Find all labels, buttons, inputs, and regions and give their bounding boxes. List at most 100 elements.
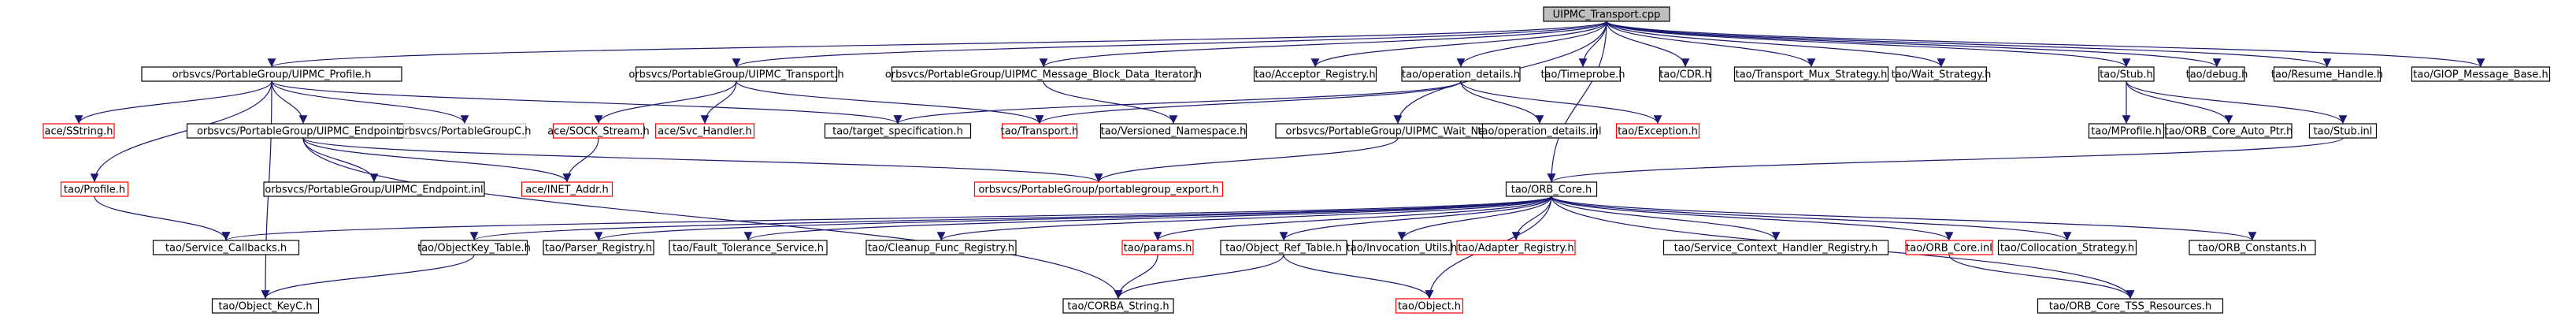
node-svch[interactable]: ace/Svc_Handler.h [654,123,755,139]
node-profile[interactable]: orbsvcs/PortableGroup/UIPMC_Profile.h [141,66,402,82]
node-box [43,123,115,139]
node-label: tao/params.h [1124,243,1192,255]
node-box [865,240,1017,255]
node-objkeytable[interactable]: tao/ObjectKey_Table.h [417,240,531,255]
node-orbcoreinl[interactable]: tao/ORB_Core.inl [1905,240,1993,255]
node-label: ace/SString.h [45,126,113,138]
node-orbcore[interactable]: tao/ORB_Core.h [1505,181,1598,197]
edge-root-to-resume [1606,20,2332,68]
node-label: tao/Object_Ref_Table.h [1225,243,1342,255]
node-objreftable[interactable]: tao/Object_Ref_Table.h [1220,240,1347,255]
node-box [2037,298,2224,314]
edge-profile-to-pgc [271,80,469,125]
edge-endpoint-to-inetaddr [302,137,572,183]
node-acceptor[interactable]: tao/Acceptor_Registry.h [1253,66,1377,82]
node-cleanup[interactable]: tao/Cleanup_Func_Registry.h [865,240,1017,255]
node-taotransport[interactable]: tao/Transport.h [1001,123,1079,139]
node-sstring[interactable]: ace/SString.h [43,123,115,139]
node-box [1505,181,1598,197]
edge-opdet-to-targetspec [893,80,1462,125]
node-label: orbsvcs/PortableGroup/portablegroup_expo… [978,184,1218,196]
node-box [1099,123,1247,139]
node-mprofile[interactable]: tao/MProfile.h [2088,123,2165,139]
node-sctxhandler[interactable]: tao/Service_Context_Handler_Registry.h [1662,240,1889,255]
node-giop[interactable]: tao/GIOP_Message_Base.h [2411,66,2551,82]
node-label: tao/Collocation_Strategy.h [2000,243,2134,255]
node-label: tao/Invocation_Utils.h [1347,243,1458,255]
node-box [891,66,1196,82]
node-debug[interactable]: tao/debug.h [2186,66,2248,82]
node-objkeyc[interactable]: tao/Object_KeyC.h [211,298,320,314]
node-box [1395,298,1464,314]
edge-sock-to-inetaddr [562,137,599,183]
edge-objreftable-to-corbastring [1114,254,1284,300]
node-cdr[interactable]: tao/CDR.h [1659,66,1712,82]
node-box [1351,240,1452,255]
node-wait[interactable]: tao/Wait_Strategy.h [1892,66,1992,82]
edge-orbcore-to-orbconst [1551,196,2257,241]
edge-waitnever-to-pgexport [1094,137,1399,183]
node-taoprofile[interactable]: tao/Profile.h [60,181,129,197]
edge-stub-to-stubinl [2126,80,2348,125]
node-endpoint[interactable]: orbsvcs/PortableGroup/UIPMC_Endpoint.h [186,123,421,139]
node-label: orbsvcs/PortableGroup/UIPMC_Profile.h [172,69,372,81]
node-pgc[interactable]: orbsvcs/PortableGroupC.h [398,123,532,139]
node-box [1481,123,1598,139]
node-ftsvc[interactable]: tao/Fault_Tolerance_Service.h [669,240,828,255]
node-inetaddr[interactable]: ace/INET_Addr.h [521,181,613,197]
edge-endpoint-to-endpointinl [302,137,379,183]
node-resume[interactable]: tao/Resume_Handle.h [2271,66,2383,82]
node-box [2308,123,2378,139]
node-box [521,181,613,197]
node-label: tao/Parser_Registry.h [545,243,652,255]
node-waitnever[interactable]: orbsvcs/PortableGroup/UIPMC_Wait_Never.h [1275,123,1521,139]
node-tss[interactable]: tao/ORB_Core_TSS_Resources.h [2037,298,2224,314]
node-parserreg[interactable]: tao/Parser_Registry.h [543,240,654,255]
node-orbconst[interactable]: tao/ORB_Constants.h [2189,240,2316,255]
node-label: tao/ORB_Core.inl [1906,243,1992,255]
node-exception[interactable]: tao/Exception.h [1615,123,1700,139]
node-box [1895,66,1988,82]
node-timeprobe[interactable]: tao/Timeprobe.h [1540,66,1625,82]
node-targetspec[interactable]: tao/target_specification.h [824,123,972,139]
node-svccb[interactable]: tao/Service_Callbacks.h [152,240,300,255]
node-box [2088,123,2165,139]
node-box [60,181,129,197]
edge-root-to-mbdi [1039,20,1607,68]
node-collocation[interactable]: tao/Collocation_Strategy.h [1997,240,2137,255]
edge-objkeytable-to-objkeyc [261,254,475,300]
node-mbdi[interactable]: orbsvcs/PortableGroup/UIPMC_Message_Bloc… [885,66,1202,82]
node-params[interactable]: tao/params.h [1121,240,1194,255]
edge-root-to-wait [1606,20,1946,68]
node-opdetinl[interactable]: tao/operation_details.inl [1477,123,1602,139]
node-invutils[interactable]: tao/Invocation_Utils.h [1347,240,1458,255]
node-stub[interactable]: tao/Stub.h [2098,66,2155,82]
node-orbautoptr[interactable]: tao/ORB_Core_Auto_Ptr.h [2165,123,2293,139]
node-root[interactable]: UIPMC_Transport.cpp [1543,6,1670,22]
node-object[interactable]: tao/Object.h [1395,298,1464,314]
node-sock[interactable]: ace/SOCK_Stream.h [547,123,650,139]
edge-profile-to-targetspec [271,80,903,125]
edge-root-to-acceptor [1310,20,1607,68]
node-box [2273,66,2381,82]
node-versioned[interactable]: tao/Versioned_Namespace.h [1099,123,1247,139]
edge-profile-to-endpoint [271,80,308,125]
node-transport[interactable]: orbsvcs/PortableGroup/UIPMC_Transport.h [628,66,844,82]
node-label: tao/Object.h [1398,301,1461,313]
edge-profile-to-sstring [74,80,272,125]
node-endpointinl[interactable]: orbsvcs/PortableGroup/UIPMC_Endpoint.inl [263,181,485,197]
node-opdet[interactable]: tao/operation_details.h [1401,66,1521,82]
node-tmux[interactable]: tao/Transport_Mux_Strategy.h [1733,66,1889,82]
edge-stubinl-to-orbcore [1547,137,2344,183]
node-box [654,123,755,139]
edge-orbcore-to-svccb [222,196,1552,241]
node-box [1544,66,1622,82]
node-box [1662,240,1889,255]
node-label: ace/SOCK_Stream.h [547,126,650,138]
node-stubinl[interactable]: tao/Stub.inl [2308,123,2378,139]
node-adapterreg[interactable]: tao/Adapter_Registry.h [1456,240,1576,255]
node-box [1001,123,1078,139]
edge-orbcore-to-sctxhandler [1551,196,1781,241]
node-pgexport[interactable]: orbsvcs/PortableGroup/portablegroup_expo… [973,181,1224,197]
node-corbastring[interactable]: tao/CORBA_String.h [1062,298,1174,314]
